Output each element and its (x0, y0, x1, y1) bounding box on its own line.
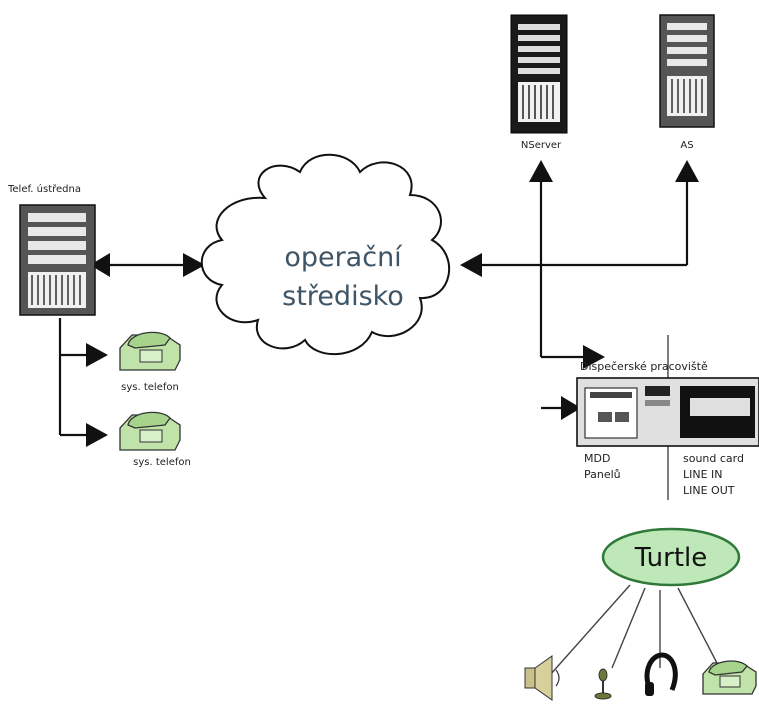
arrowhead-as (675, 160, 699, 182)
turtle-label: Turtle (634, 543, 708, 573)
arrowhead-right (183, 253, 205, 277)
workstation-port-linein: LINE IN (683, 468, 723, 481)
workstation-port-soundcard: sound card (683, 452, 744, 465)
phone1-icon (119, 331, 181, 371)
headset-icon (644, 652, 678, 696)
cloud-label-line2: středisko (282, 281, 404, 312)
switchboard-icon (19, 204, 96, 316)
cloud-label-line1: operační (284, 242, 403, 273)
workstation-port-panelu: Panelů (584, 468, 621, 481)
cloud-center: operační středisko (200, 153, 450, 355)
arrowhead-workstation (561, 396, 581, 420)
nserver-icon (510, 14, 568, 134)
phone2-label: sys. telefon (133, 457, 191, 468)
workstation-port-mdd: MDD (584, 452, 610, 465)
workstation-icon (576, 377, 759, 447)
arrowhead-phone2 (86, 423, 108, 447)
workstation-port-lineout: LINE OUT (683, 484, 735, 497)
phone1-label: sys. telefon (121, 382, 179, 393)
as-server-icon (659, 14, 715, 128)
microphone-icon (594, 668, 612, 700)
nserver-label: NServer (521, 140, 562, 151)
mic-link (611, 587, 646, 669)
as-label: AS (680, 140, 693, 151)
arrowhead-left (90, 253, 110, 277)
turtle-node: Turtle (601, 527, 741, 587)
workstation-label: Dispečerské pracoviště (580, 360, 708, 373)
switchboard-label: Telef. ústředna (7, 183, 81, 195)
speaker-link (549, 584, 631, 676)
arrowhead-phone1 (86, 343, 108, 367)
arrowhead-nserver (529, 160, 553, 182)
arrowhead-cloud (460, 253, 482, 277)
arrowhead-turtle (583, 345, 605, 369)
phone3-icon (702, 660, 757, 695)
speaker-icon (524, 655, 560, 701)
phone2-icon (119, 411, 181, 451)
phone3-link (677, 587, 719, 666)
